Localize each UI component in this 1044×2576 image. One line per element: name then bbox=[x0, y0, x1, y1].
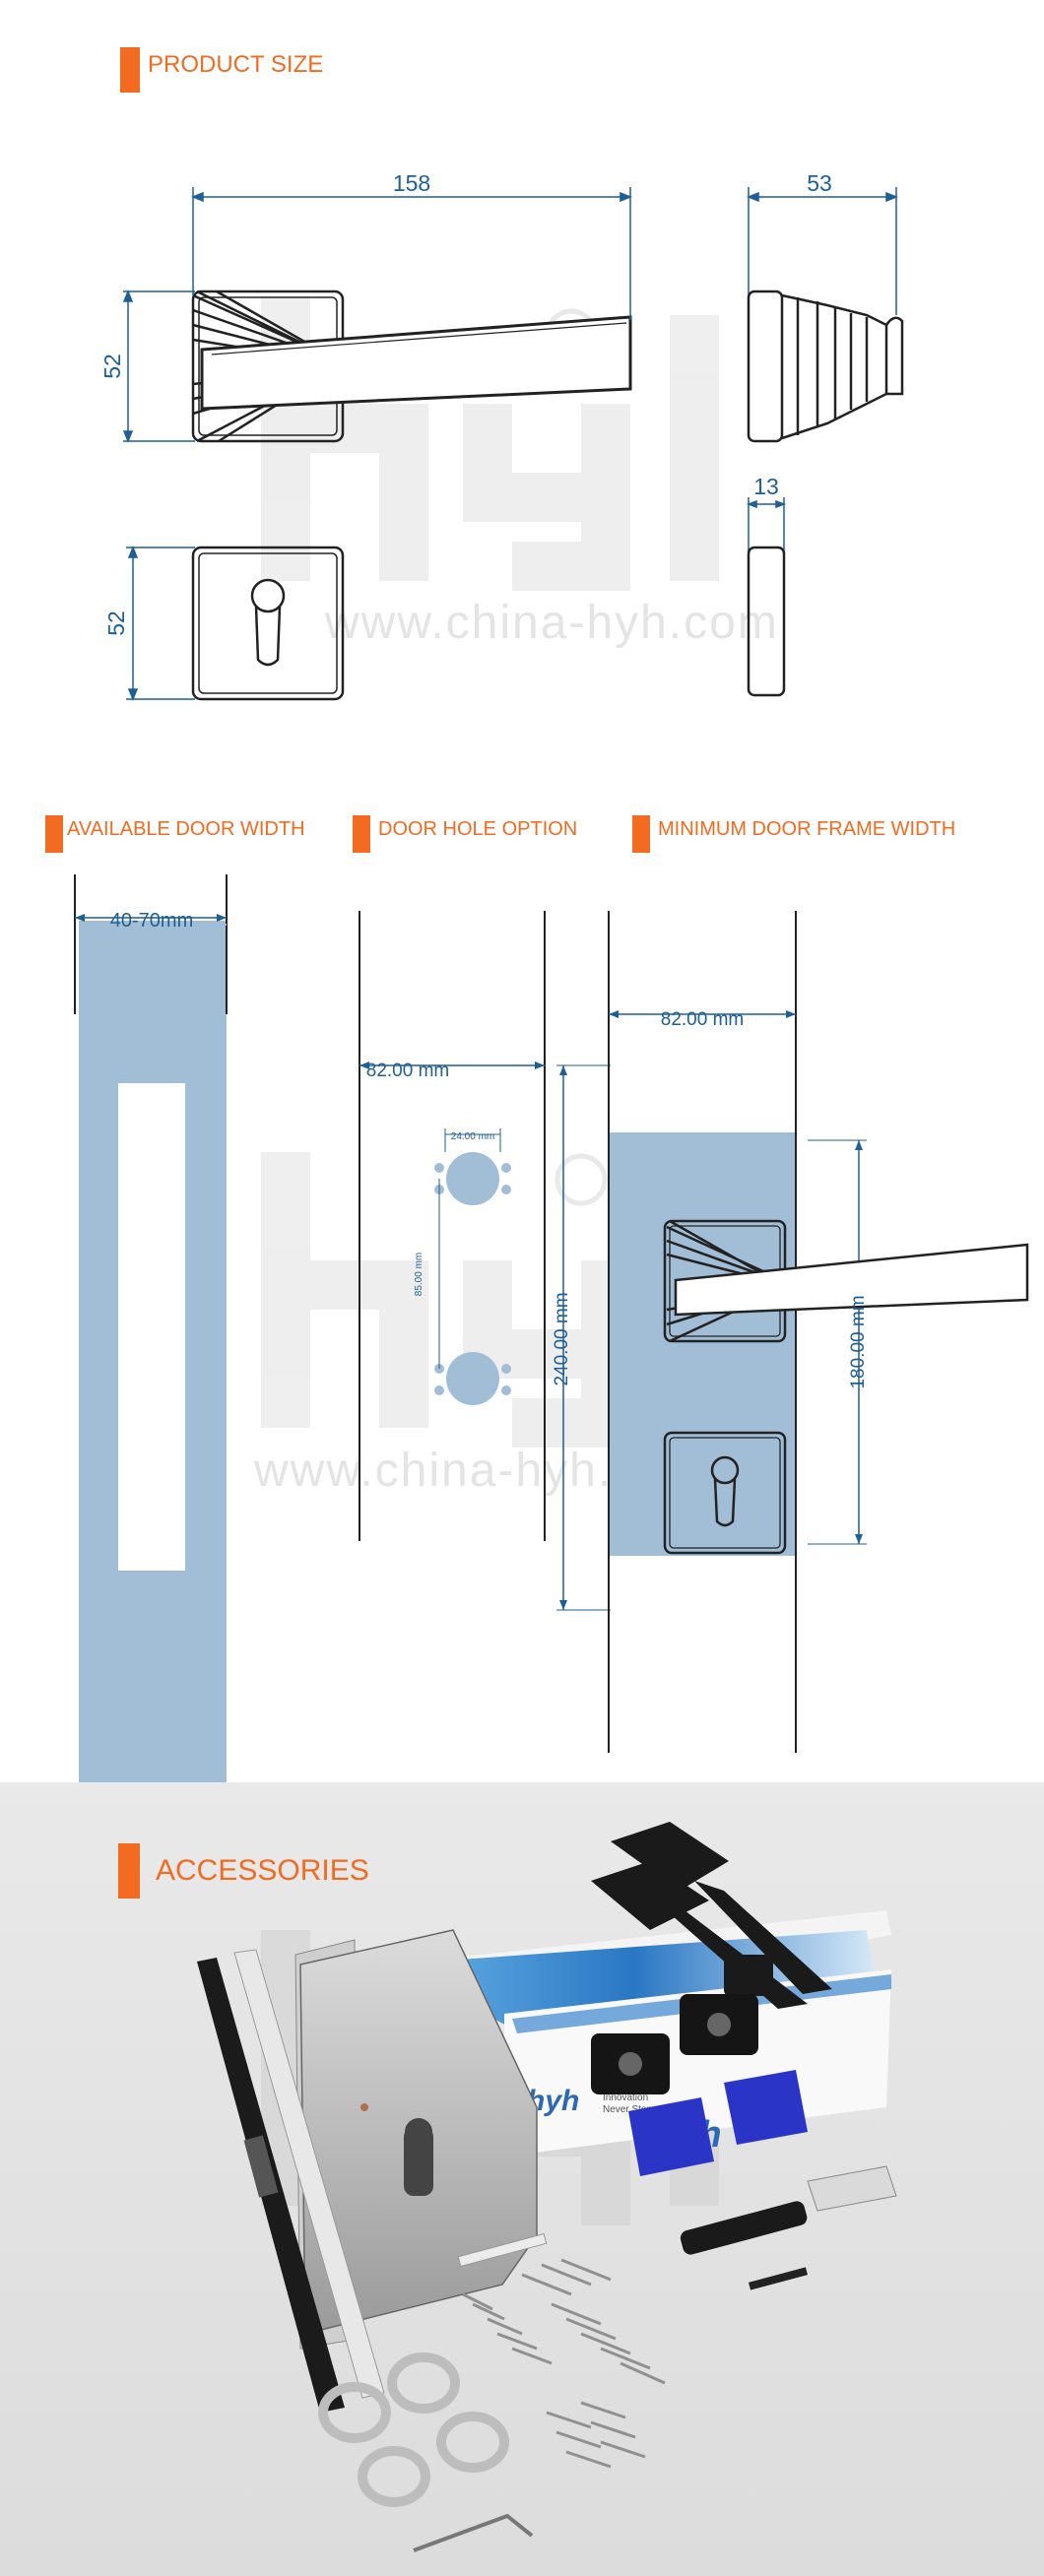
strike-plate-icon bbox=[197, 1949, 385, 2413]
box-tagline-1: Innovation bbox=[603, 2093, 648, 2103]
door-frame-diagram bbox=[608, 911, 1029, 1753]
accessories-section: ACCESSORIES bbox=[0, 1782, 1044, 2576]
lever-pair-icon bbox=[591, 1822, 832, 2009]
door-info-drawing: 40-70mm 82 bbox=[74, 874, 1029, 1782]
product-size-title: PRODUCT SIZE bbox=[148, 51, 324, 78]
header-marker bbox=[45, 815, 63, 853]
dim-depth-label: 53 bbox=[807, 170, 832, 196]
dimension-lines bbox=[122, 187, 899, 702]
available-range-label: 40-70mm bbox=[110, 910, 193, 932]
escutcheon-front-view bbox=[191, 546, 345, 701]
frame-height-label: 180.00 mm bbox=[848, 1295, 869, 1388]
hole-spacing-label: 85.00 mm bbox=[414, 1253, 424, 1296]
header-marker bbox=[353, 815, 370, 853]
dim-height-lever-label: 52 bbox=[99, 354, 125, 379]
available-door-title: AVAILABLE DOOR WIDTH bbox=[67, 817, 305, 840]
escutcheon-side-view bbox=[747, 546, 786, 697]
door-frame-header: MINIMUM DOOR FRAME WIDTH bbox=[632, 815, 955, 853]
watermark-url: www.china-hyh.com bbox=[325, 597, 779, 649]
door-hole-header: DOOR HOLE OPTION bbox=[353, 815, 577, 853]
product-size-drawing: 158 52 53 52 13 bbox=[99, 170, 904, 702]
door-hole-title: DOOR HOLE OPTION bbox=[378, 817, 578, 840]
mounting-plate-icon bbox=[628, 2070, 808, 2176]
lever-side-view bbox=[747, 290, 904, 443]
watermark-logo-icon bbox=[261, 295, 719, 591]
spring-washer-icon bbox=[318, 2352, 509, 2507]
lever-front-view bbox=[191, 290, 632, 443]
available-door-header: AVAILABLE DOOR WIDTH bbox=[45, 815, 305, 853]
header-marker bbox=[120, 47, 140, 93]
allen-key-icon bbox=[413, 2513, 534, 2552]
door-hole-diagram bbox=[359, 911, 611, 1611]
frame-width-label: 82.00 mm bbox=[661, 1009, 744, 1030]
hole-diameter-label: 24.00 mm bbox=[451, 1131, 494, 1142]
accessories-header: ACCESSORIES bbox=[118, 1843, 369, 1899]
rose-icon bbox=[591, 1994, 758, 2094]
door-info-section: AVAILABLE DOOR WIDTH DOOR HOLE OPTION MI… bbox=[0, 748, 1044, 1782]
hole-width-label: 82.00 mm bbox=[366, 1061, 449, 1081]
header-marker bbox=[632, 815, 650, 853]
accessories-photo: hyh Innovation Never Stops hyh bbox=[197, 1822, 897, 2552]
door-width-panel bbox=[74, 874, 228, 1782]
header-marker bbox=[118, 1843, 140, 1899]
dim-width-label: 158 bbox=[393, 170, 430, 196]
box-tagline-2: Never Stops bbox=[603, 2104, 657, 2115]
product-size-section: PRODUCT SIZE www.china-hyh.com bbox=[0, 0, 1044, 748]
spindle-icon bbox=[457, 2232, 548, 2268]
hole-height-label: 240.00 mm bbox=[552, 1292, 572, 1385]
cylinder-icon bbox=[680, 2165, 897, 2290]
door-frame-title: MINIMUM DOOR FRAME WIDTH bbox=[658, 817, 956, 840]
dim-rose-thickness-label: 13 bbox=[753, 474, 779, 499]
accessories-title: ACCESSORIES bbox=[156, 1854, 369, 1887]
product-size-header: PRODUCT SIZE bbox=[120, 47, 323, 93]
screws-icon bbox=[462, 2258, 666, 2469]
dim-rose-height-label: 52 bbox=[103, 611, 129, 636]
